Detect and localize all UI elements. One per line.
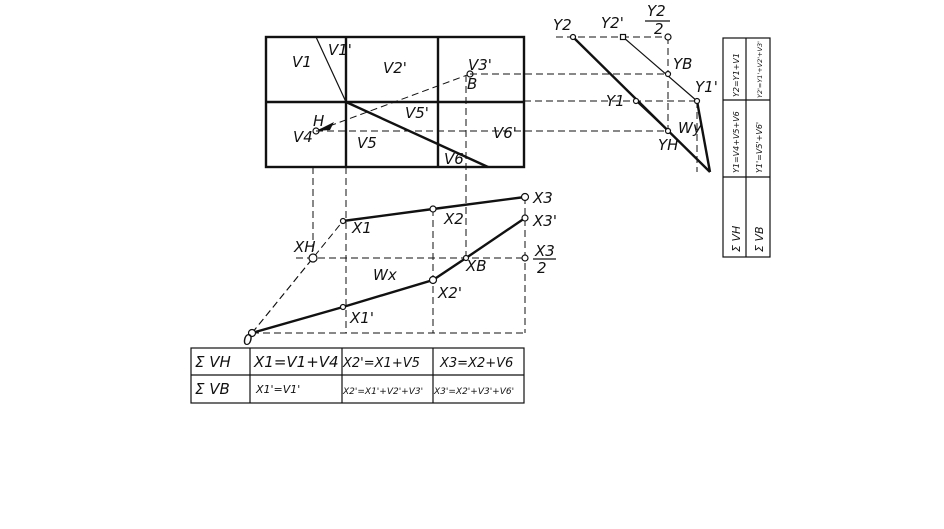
label-xb: XB	[465, 257, 487, 275]
label-y1: Y1	[606, 92, 625, 110]
label-y1p: Y1'	[695, 78, 718, 96]
label-y2: Y2	[553, 16, 572, 34]
point-y1	[632, 97, 640, 105]
label-v5p: V5'	[405, 104, 429, 122]
label-h: H	[313, 112, 324, 130]
side-line-y2p	[622, 36, 698, 102]
bottom-cell-sum-vb: Σ VB	[195, 380, 230, 398]
label-y2half-num: Y2	[647, 2, 666, 20]
right-table	[722, 37, 771, 258]
point-x2	[429, 205, 437, 213]
bottom-cell-x3: X3=X2+V6	[439, 356, 513, 371]
point-y2p	[619, 33, 627, 41]
label-v1: V1	[292, 53, 312, 71]
point-x1p	[339, 303, 347, 311]
arrow-head-icon	[316, 122, 334, 131]
plan-diagonal-v6	[345, 100, 489, 169]
bottom-cell-sum-vh: Σ VH	[195, 353, 231, 371]
label-x3half-num: X3	[534, 242, 555, 260]
side-line-y2-main	[572, 36, 711, 173]
point-xb	[462, 254, 470, 262]
bottom-cell-x3p: X3'=X2'+V3'+V6'	[433, 387, 514, 397]
label-v2p: V2'	[383, 59, 407, 77]
point-x1	[339, 217, 347, 225]
point-yb	[664, 70, 672, 78]
right-cell-y2: Y2=Y1+V1	[732, 53, 741, 97]
bottom-cell-x1p: X1'=V1'	[255, 383, 300, 396]
bottom-cell-x2: X2'=X1+V5	[342, 356, 420, 371]
point-y2-half	[664, 33, 672, 41]
label-v6: V6	[444, 150, 464, 168]
label-b: B	[467, 75, 477, 93]
label-v1p: V1'	[328, 41, 352, 59]
label-v4: V4	[293, 128, 313, 146]
label-wx: Wx	[373, 266, 397, 284]
point-yh	[664, 127, 672, 135]
bottom-table	[190, 347, 525, 404]
side-line-y1-yh	[635, 100, 669, 132]
label-y2half-den: 2	[654, 20, 664, 38]
label-wy: Wy	[678, 119, 703, 137]
right-cell-y2p: Y2'=Y1'+V2'+V3'	[756, 41, 764, 98]
bottom-cell-x2p: X2'=X1'+V2'+V3'	[342, 387, 423, 397]
point-x3p	[521, 214, 529, 222]
label-x2: X2	[443, 210, 464, 228]
right-cell-y1p: Y1'=V5'+V6'	[755, 122, 764, 173]
right-cell-y1: Y1=V4+V5+V6	[732, 111, 741, 173]
label-x1p: X1'	[349, 309, 374, 327]
right-cell-sum-vb: Σ VB	[753, 226, 766, 252]
point-xh	[308, 253, 318, 263]
label-x3half-den: 2	[537, 259, 547, 277]
label-y2p: Y2'	[601, 14, 624, 32]
label-x2p: X2'	[437, 284, 462, 302]
label-xh: XH	[293, 238, 316, 256]
point-origin	[247, 328, 257, 338]
label-yh: YH	[658, 136, 678, 154]
right-cell-sum-vh: Σ VH	[730, 226, 743, 252]
label-yb: YB	[673, 55, 692, 73]
side-line-y1p	[695, 100, 712, 173]
plan-diagonal-v1	[315, 36, 347, 103]
point-y2	[569, 33, 577, 41]
label-v5: V5	[357, 134, 377, 152]
label-x1: X1	[351, 219, 372, 237]
ray-origin-xh	[251, 257, 314, 334]
label-origin: 0	[243, 331, 253, 349]
plan-ray-b-to-h	[315, 73, 471, 132]
point-x2p	[428, 275, 438, 285]
label-x3: X3	[532, 189, 553, 207]
point-y1p	[693, 97, 701, 105]
label-v3p: V3'	[468, 56, 492, 74]
point-x3-half	[521, 254, 529, 262]
point-x3	[520, 192, 530, 202]
label-v6p: V6'	[493, 124, 517, 142]
bottom-cell-x1: X1=V1+V4	[253, 353, 339, 371]
label-x3p: X3'	[532, 212, 557, 230]
